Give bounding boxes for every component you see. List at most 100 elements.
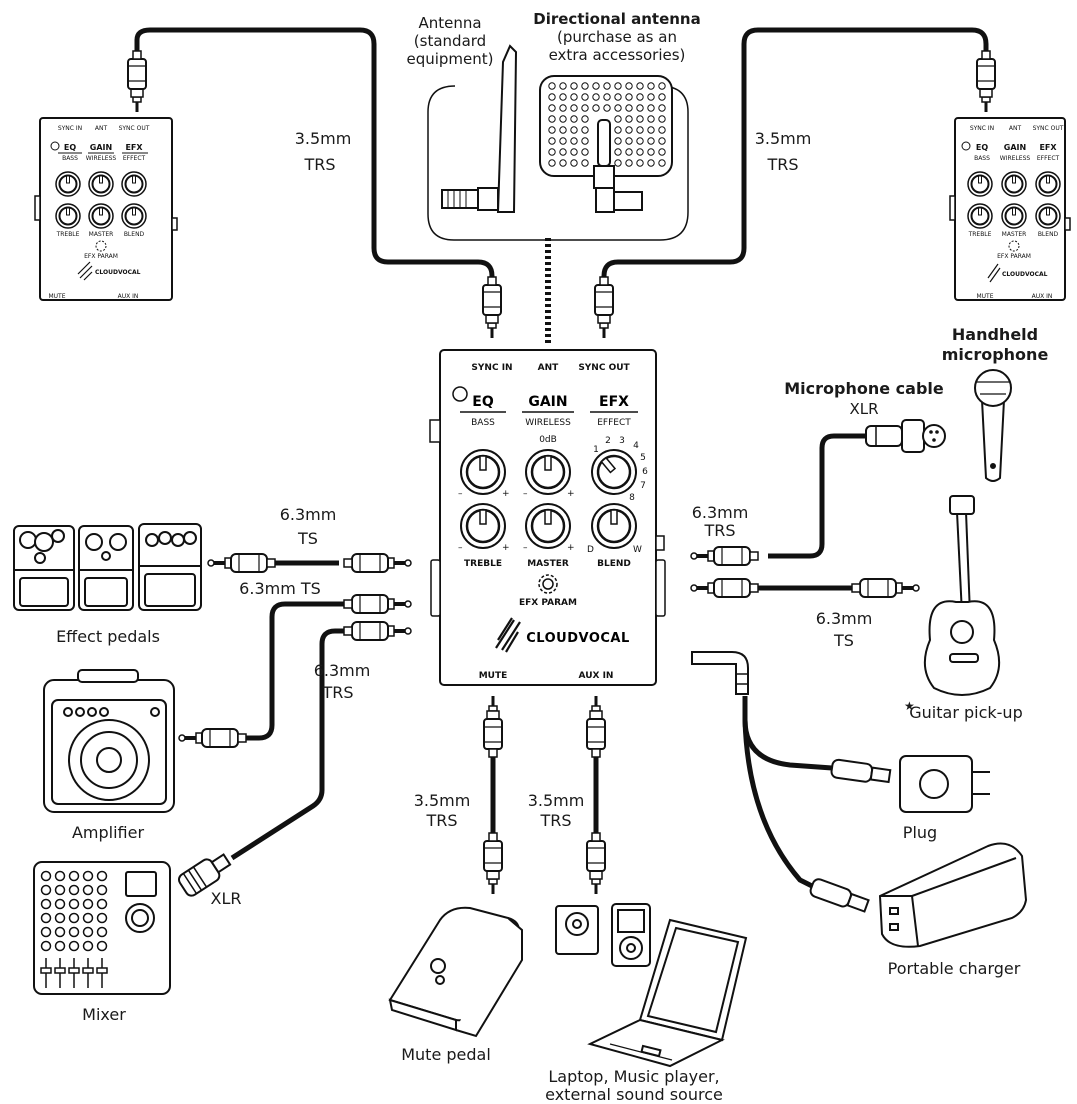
usb-a-plug-2 [809, 878, 870, 913]
port-aux-in: AUX IN [579, 671, 614, 681]
port-label: SYNC IN [58, 125, 82, 132]
amplifier-label: Amplifier [72, 823, 145, 842]
efx-param-label: EFX PARAM [519, 598, 577, 608]
section-sub: WIRELESS [86, 155, 117, 162]
usb-a-plug-1 [830, 758, 892, 784]
music-player-icon [555, 903, 651, 967]
knob-label: BLEND [124, 231, 145, 238]
section-title: EFX [1039, 143, 1057, 152]
treble-knob[interactable] [459, 502, 507, 550]
section-title: EQ [64, 143, 76, 152]
plug-adapter-icon [899, 755, 990, 813]
efx-number: 1 [593, 445, 599, 455]
section-efx-title: EFX [599, 394, 629, 410]
blend-dry-mark: D [587, 545, 594, 555]
xlr-plug-mixer [177, 853, 232, 897]
portable-charger-icon [878, 842, 1028, 948]
efx-number: 5 [640, 453, 646, 463]
plug-label: Plug [903, 823, 937, 842]
port-label: MUTE [48, 293, 65, 300]
minus-mark: – [523, 489, 528, 499]
cable-label: TRS [321, 683, 353, 702]
aux-source-label-1: Laptop, Music player, [548, 1067, 719, 1086]
mic-cable-type: XLR [849, 400, 878, 418]
bass-knob[interactable] [459, 448, 507, 496]
cable-label: TRS [766, 155, 798, 174]
port-label: ANT [1009, 125, 1022, 132]
antenna-standard-icon [441, 44, 518, 213]
efx-number: 7 [640, 481, 646, 491]
gain-0db-mark: 0dB [539, 435, 557, 445]
efx-number: 2 [605, 436, 611, 446]
cable-label: 3.5mm [528, 791, 585, 810]
guitar-icon [923, 495, 1001, 696]
antenna-dir-label-1: Directional antenna [533, 10, 700, 28]
port-label: SYNC OUT [1033, 125, 1064, 132]
minus-mark: – [458, 543, 463, 553]
guitar-star: ★ [904, 699, 915, 713]
cable-label: TS [833, 631, 854, 650]
cable-label: 6.3mm [314, 661, 371, 680]
efx-param-label: EFX PARAM [84, 253, 118, 260]
blend-knob[interactable] [590, 502, 638, 550]
master-knob[interactable] [524, 502, 572, 550]
cable-effect-pedals [206, 552, 413, 574]
knob-label: TREBLE [56, 231, 80, 238]
knob-label: MASTER [89, 231, 114, 238]
effect-pedals-label: Effect pedals [56, 627, 160, 646]
port-sync-in: SYNC IN [471, 363, 512, 373]
port-label: AUX IN [1032, 293, 1053, 300]
antenna-box: Antenna (standard equipment) Directional… [406, 10, 701, 241]
cable-label: TRS [425, 811, 457, 830]
cable-label: TRS [703, 521, 735, 540]
blend-wet-mark: W [633, 545, 642, 555]
plus-mark: + [567, 543, 575, 553]
cable-label: XLR [211, 889, 242, 908]
minus-mark: – [458, 489, 463, 499]
cable-aux [585, 694, 607, 896]
port-label: MUTE [976, 293, 993, 300]
brand-logo-text: CLOUDVOCAL [526, 631, 630, 646]
cable-label: 3.5mm [295, 129, 352, 148]
section-eq-title: EQ [472, 394, 494, 410]
handheld-mic-label-2: microphone [942, 345, 1049, 364]
cable-label: 3.5mm [414, 791, 471, 810]
handheld-mic-label-1: Handheld [952, 325, 1038, 344]
knob-label: BLEND [1038, 231, 1059, 238]
xlr-plug-mic [865, 419, 946, 453]
section-sub: WIRELESS [1000, 155, 1031, 162]
guitar-label: Guitar pick-up [909, 703, 1022, 722]
cable-mute [482, 694, 504, 896]
efx-param-label: EFX PARAM [997, 253, 1031, 260]
port-ant: ANT [538, 363, 559, 373]
port-sync-out: SYNC OUT [578, 363, 630, 373]
section-gain-title: GAIN [528, 394, 567, 410]
cable-label: TRS [303, 155, 335, 174]
efx-number: 8 [629, 493, 635, 503]
port-mute: MUTE [479, 671, 508, 681]
cable-mixer [230, 628, 345, 861]
antenna-directional-icon [539, 75, 673, 213]
wireless-knob[interactable] [524, 448, 572, 496]
section-title: EQ [976, 143, 988, 152]
antenna-dir-label-2: (purchase as an [557, 28, 677, 46]
mic-cable-label: Microphone cable [784, 379, 944, 398]
section-sub: BASS [62, 155, 78, 162]
cable-amplifier [245, 601, 345, 741]
cloudvocal-logo-icon [495, 617, 521, 653]
cable-sync-out [601, 27, 989, 283]
amplifier-icon [43, 669, 175, 813]
section-title: GAIN [1004, 143, 1026, 152]
cable-power [742, 696, 833, 889]
blend-label: BLEND [597, 559, 631, 569]
cable-label: TRS [539, 811, 571, 830]
plus-mark: + [502, 489, 510, 499]
antenna-dir-label-3: extra accessories) [549, 46, 686, 64]
mute-pedal-label: Mute pedal [401, 1045, 491, 1064]
led-indicator [452, 386, 468, 402]
antenna-std-label-3: equipment) [406, 50, 493, 68]
usb-c-plug [691, 651, 749, 695]
effect-pedals-icon [13, 523, 202, 611]
device-right-small: SYNC IN ANT SYNC OUT EQ GAIN EFX BASS WI… [949, 117, 1071, 301]
